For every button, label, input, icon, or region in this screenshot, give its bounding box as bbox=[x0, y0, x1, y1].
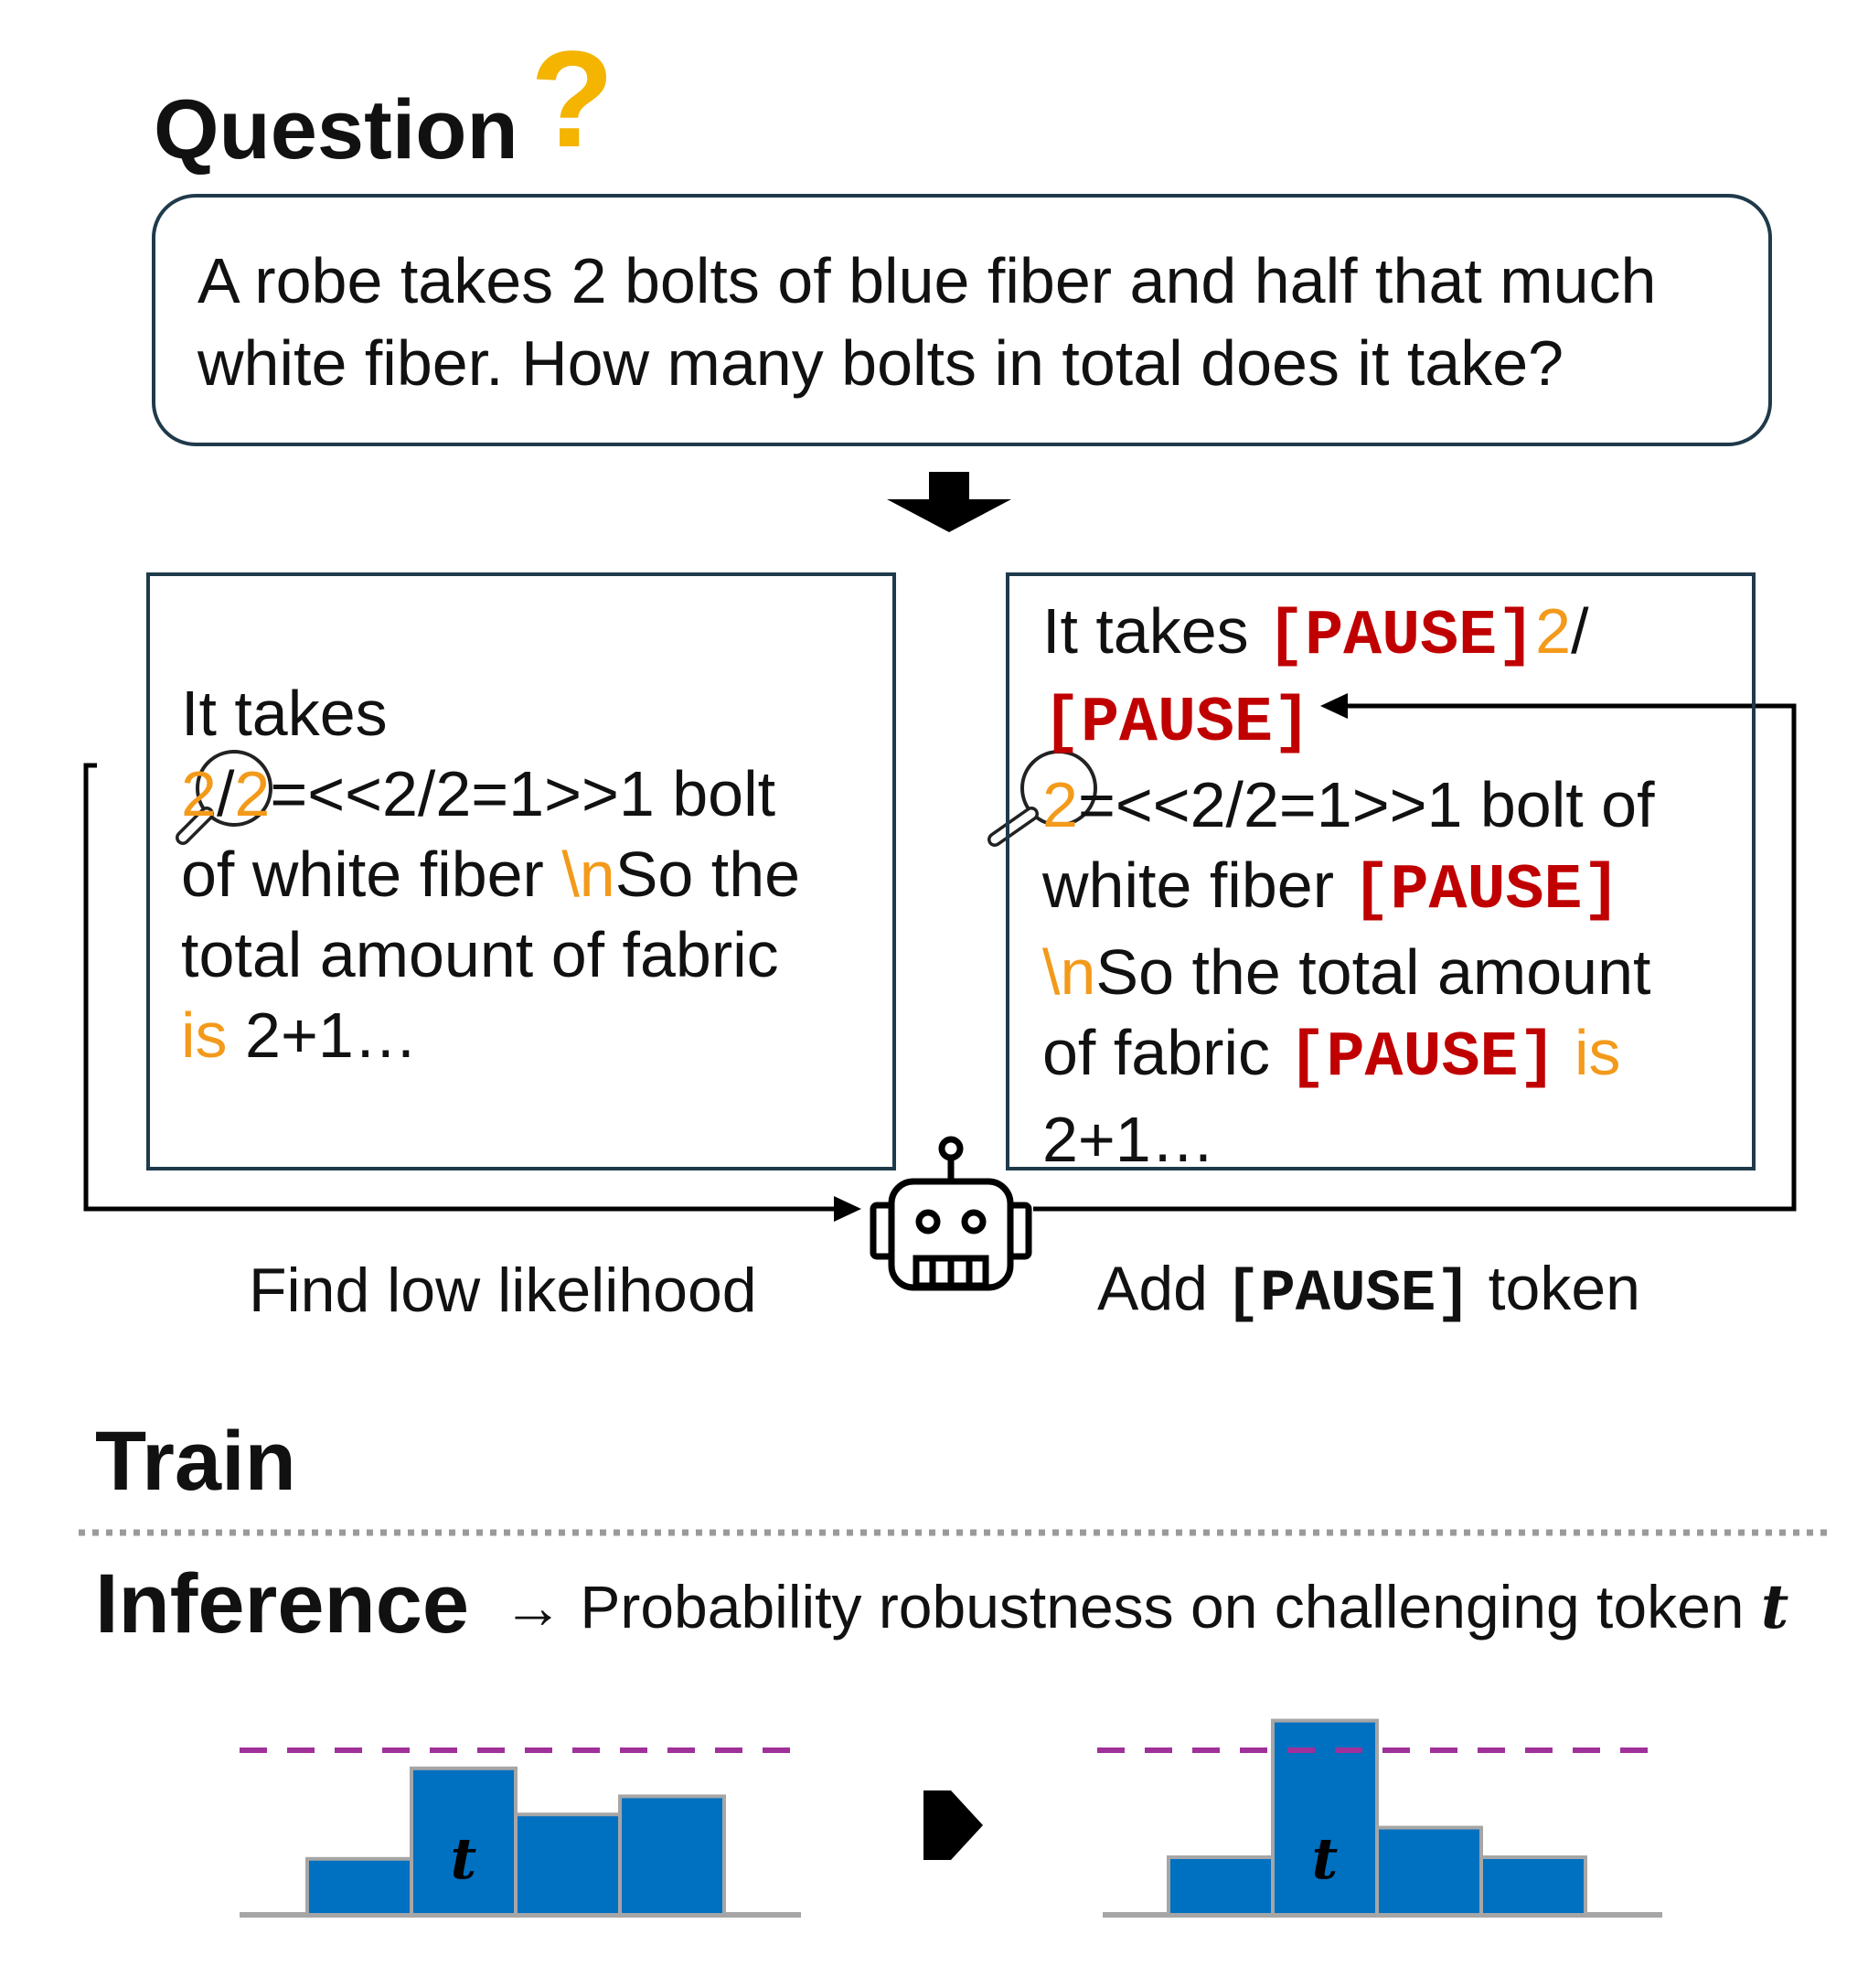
right-arrow-icon bbox=[923, 1790, 983, 1860]
right-line-3: =<<2/2=1>>1 bolt of bbox=[1077, 769, 1655, 840]
right-line-6: of fabric bbox=[1042, 1017, 1288, 1088]
chart-bar bbox=[514, 1812, 622, 1917]
left-loop-arrow bbox=[83, 763, 861, 1222]
left-slash: / bbox=[216, 758, 235, 829]
left-panel-text: It takes 2/2=<<2/2=1>>1 bolt of white fi… bbox=[181, 673, 876, 1075]
pause-token: [PAUSE] bbox=[1351, 855, 1621, 927]
chart-bar bbox=[618, 1794, 726, 1918]
question-text: A robe takes 2 bolts of blue fiber and h… bbox=[197, 245, 1657, 399]
question-mark-icon: ? bbox=[530, 22, 614, 176]
right-line-7: 2+1… bbox=[1042, 1104, 1215, 1175]
right-highlight-token: 2 bbox=[1535, 595, 1572, 667]
right-highlight-token: 2 bbox=[1042, 769, 1078, 840]
question-title: Question bbox=[154, 83, 518, 176]
right-line-1: It takes bbox=[1042, 595, 1267, 667]
train-heading: Train bbox=[95, 1415, 296, 1508]
left-line-5: 2+1… bbox=[227, 999, 418, 1071]
chart-bar bbox=[1167, 1855, 1275, 1917]
left-highlight-token: 2 bbox=[234, 758, 271, 829]
right-loop-arrow bbox=[1033, 693, 1797, 1212]
down-arrow-icon bbox=[887, 472, 1011, 532]
chart-bar bbox=[1375, 1825, 1483, 1917]
left-line-2: =<<2/2=1>>1 bolt bbox=[270, 758, 776, 829]
right-line-5: So the total amount bbox=[1095, 936, 1651, 1008]
add-pause-token: [PAUSE] bbox=[1224, 1262, 1471, 1328]
left-line-3: of white fiber bbox=[181, 839, 562, 910]
right-is-token: is bbox=[1556, 1017, 1621, 1088]
left-panel bbox=[146, 572, 896, 1170]
add-suffix: token bbox=[1470, 1254, 1640, 1323]
pause-token: [PAUSE] bbox=[1266, 601, 1536, 673]
chart-bar-label: t bbox=[1312, 1825, 1339, 1892]
robot-icon bbox=[870, 1136, 1032, 1291]
probability-chart-before: t bbox=[240, 1748, 801, 1918]
magnifier-icon bbox=[176, 750, 272, 845]
right-slash: / bbox=[1571, 595, 1589, 667]
chart-bar-label: t bbox=[451, 1825, 477, 1892]
magnifier-icon bbox=[987, 750, 1097, 847]
add-pause-token-label: Add [PAUSE] token bbox=[1097, 1253, 1640, 1328]
inference-token-var: t bbox=[1760, 1571, 1789, 1642]
left-line-3-end: So the bbox=[614, 839, 801, 910]
chart-bar bbox=[1479, 1855, 1587, 1917]
right-line-4: white fiber bbox=[1042, 850, 1352, 921]
pause-token: [PAUSE] bbox=[1042, 688, 1312, 760]
inference-desc-text: Probability robustness on challenging to… bbox=[580, 1573, 1761, 1641]
left-is-token: is bbox=[181, 999, 228, 1071]
right-panel-text: It takes [PAUSE]2/ [PAUSE] 2=<<2/2=1>>1 … bbox=[1042, 591, 1746, 1180]
question-box bbox=[152, 194, 1772, 446]
right-panel bbox=[1006, 572, 1756, 1170]
chart-bar bbox=[305, 1856, 413, 1918]
find-low-likelihood-label: Find low likelihood bbox=[249, 1256, 757, 1325]
left-newline-token: \n bbox=[561, 839, 615, 910]
inference-arrow-icon: → bbox=[503, 1573, 563, 1641]
left-highlight-token: 2 bbox=[181, 758, 217, 829]
inference-description: → Probability robustness on challenging … bbox=[503, 1571, 1788, 1642]
add-prefix: Add bbox=[1097, 1254, 1225, 1323]
left-line-4: total amount of fabric bbox=[181, 919, 779, 990]
inference-heading: Inference bbox=[95, 1557, 470, 1651]
right-newline-token: \n bbox=[1042, 936, 1096, 1008]
left-line-1: It takes bbox=[181, 678, 388, 749]
chart-bar bbox=[410, 1766, 518, 1918]
pause-token: [PAUSE] bbox=[1287, 1022, 1557, 1095]
probability-chart-after: t bbox=[1097, 1718, 1662, 1918]
